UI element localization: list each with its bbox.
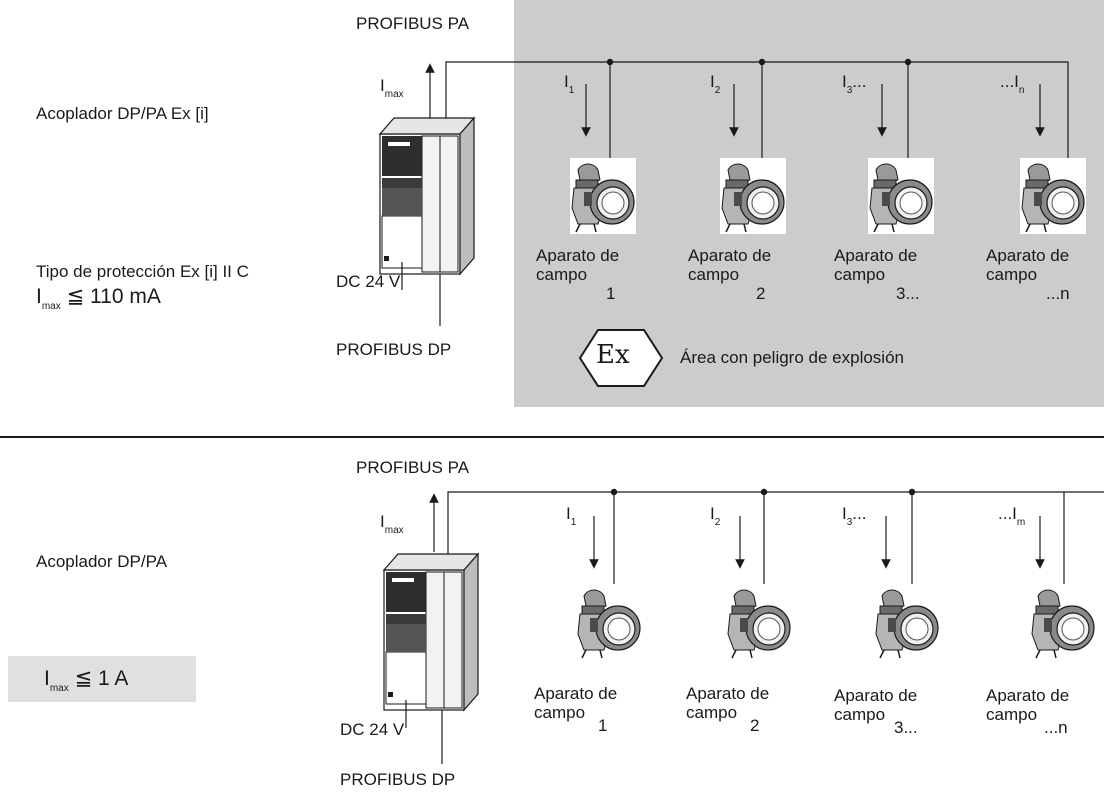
branch-current-3-bottom: I3... [842,504,867,528]
profibus-dp-label: PROFIBUS DP [336,340,452,359]
branch-current-1-bottom: I1 [566,504,577,528]
current-subscript: max [384,89,404,100]
protection-type-label: Tipo de protección Ex [i] II C [36,262,249,281]
branch-current-3: I3... [842,72,867,96]
section-divider [0,436,1104,438]
supply-current-label-bottom: Imax [380,512,404,536]
coupler-label: Acoplador DP/PA Ex [i] [36,104,209,123]
coupler-label-bottom: Acoplador DP/PA [36,552,168,571]
dc-supply-label: DC 24 V [336,272,401,291]
hazardous-area-label: Área con peligro de explosión [680,348,904,367]
ex-symbol: Ex [596,340,630,370]
branch-current-n: ...In [1000,72,1025,96]
supply-current-label: Imax [380,76,404,100]
current-symbol: I [380,76,385,95]
profibus-pa-label-bottom: PROFIBUS PA [356,458,470,477]
branch-current-2: I2 [710,72,721,96]
branch-current-m-bottom: ...Im [998,504,1026,528]
imax-limit-label: Imax ≦ 110 mA [36,284,161,312]
imax-value: ≦ 110 mA [60,285,161,308]
imax-highlight-box [8,656,196,702]
imax-limit-label-bottom: Imax ≦ 1 A [44,667,129,694]
imax-symbol: I [36,285,42,308]
profibus-dp-label-bottom: PROFIBUS DP [340,770,456,789]
profibus-pa-label: PROFIBUS PA [356,14,470,33]
dc-supply-label-bottom: DC 24 V [340,720,405,739]
imax-subscript: max [41,301,61,312]
branch-current-1: I1 [564,72,575,96]
branch-current-2-bottom: I2 [710,504,721,528]
